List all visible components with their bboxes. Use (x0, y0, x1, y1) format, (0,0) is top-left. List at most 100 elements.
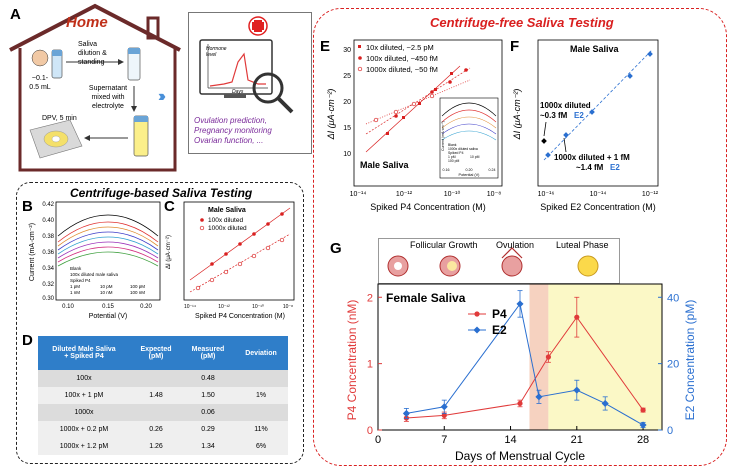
table-cell: 100x (38, 370, 130, 387)
c-xtick: 10⁻¹² (218, 304, 230, 310)
e-xtick: 10⁻⁸ (487, 191, 501, 198)
inset-xtick: 0.20 (466, 168, 473, 172)
table-cell: 1.34 (182, 438, 234, 455)
g-legend: P4 E2 (468, 307, 507, 337)
g-legend-p4: P4 (492, 307, 507, 321)
g-point-p4 (574, 314, 580, 320)
table-header: Measured (pM) (182, 336, 234, 370)
inset-legend: 1 pM (448, 155, 456, 159)
e-ytick: 25 (343, 73, 351, 80)
g-xlabel: Days of Menstrual Cycle (455, 449, 585, 463)
table-cell (130, 404, 182, 421)
g-ytick-right-label: 0 (667, 425, 673, 437)
c-legend-marker-filled (200, 218, 204, 222)
table-cell: 11% (234, 421, 288, 438)
b-curve-100nm (57, 251, 159, 267)
c-point (280, 212, 284, 216)
panel-b-yticks: 0.42 0.40 0.38 0.36 0.34 0.32 0.30 (42, 202, 54, 302)
panel-c-chart: ΔI (μA·cm⁻²) 10⁻¹⁴ 10⁻¹² 10⁻¹⁰ 10⁻⁸ Spik… (166, 201, 295, 320)
b-xtick: 0.15 (102, 304, 114, 310)
e-fit-100x (365, 67, 471, 135)
inset-legend: 1000x diluted saliva (448, 147, 478, 151)
b-curve-1nm (57, 241, 159, 259)
g-xtick-label: 28 (637, 434, 649, 446)
centrifuge-free-title: Centrifuge-free Saliva Testing (430, 15, 614, 30)
g-xtick-label: 21 (571, 434, 583, 446)
inset-xlabel: Potential (V) (459, 173, 481, 177)
monitor-illustration (199, 16, 294, 114)
g-xtick-label: 7 (441, 434, 447, 446)
e-ytick: 15 (343, 125, 351, 132)
follicle-large-icon-center (447, 261, 457, 271)
g-point-e2 (440, 403, 448, 411)
table-cell: 100x + 1 pM (38, 387, 130, 404)
panel-e-title: Male Saliva (360, 160, 410, 170)
b-curve-100pm (57, 236, 159, 255)
c-point (223, 269, 229, 275)
e-point (429, 93, 435, 99)
flow-arrows: ››› (158, 88, 166, 105)
c-point (251, 253, 257, 259)
c-point (195, 285, 201, 291)
house-illustration (9, 3, 181, 172)
panel-e-yticks: 10 15 20 25 30 (343, 47, 351, 158)
phase-icons (387, 247, 599, 277)
e-ytick: 30 (343, 47, 351, 54)
phase-luteal: Luteal Phase (556, 240, 609, 250)
b-curve-blank (57, 214, 159, 237)
f-annot1-value: ~0.3 fM (540, 111, 568, 120)
e-point (393, 109, 399, 115)
inset-curve (441, 116, 497, 129)
outcome-ovarian: Ovarian function, ... (194, 136, 264, 145)
g-legend-p4-marker (474, 311, 480, 317)
phase-follicular: Follicular Growth (410, 240, 478, 250)
e-points-10x (386, 72, 453, 135)
b-legend-10nm: 10 nM (100, 290, 113, 295)
panel-b-xlabel: Potential (V) (89, 313, 128, 320)
centrifuge-free-box (313, 8, 727, 466)
e-legend-marker-10x (358, 45, 361, 48)
table-cell (234, 404, 288, 421)
step-mix-label: Supernatant mixed with electrolyte (88, 85, 128, 110)
panel-b-curves (57, 214, 159, 267)
table-cell: 1.50 (182, 387, 234, 404)
panel-label-d: D (22, 332, 33, 349)
c-point (238, 242, 242, 246)
b-ytick: 0.40 (42, 218, 54, 224)
centrifuge-based-title: Centrifuge-based Saliva Testing (70, 186, 253, 200)
e-point (418, 102, 421, 105)
panel-label-b: B (22, 198, 33, 215)
panel-e-xticks: 10⁻¹⁴ 10⁻¹² 10⁻¹⁰ 10⁻⁸ (350, 190, 502, 198)
c-point (266, 222, 270, 226)
outcome-list: Ovulation prediction, Pregnancy monitori… (194, 116, 272, 146)
e-legend-100x: 100x diluted, ~450 fM (366, 54, 438, 63)
e-point (448, 80, 452, 84)
g-ytick-left-label: 1 (367, 359, 373, 371)
inset-legend: Spiked P4 (448, 151, 464, 155)
panel-label-f: F (510, 38, 520, 55)
f-annot1-arrow (543, 121, 547, 137)
inset-legend: Blank (448, 143, 457, 147)
g-point-p4 (545, 354, 551, 360)
b-curve-10pm (57, 231, 159, 251)
b-legend-1pm: 1 pM (70, 284, 80, 289)
inset-legend: 100 pM (448, 159, 459, 163)
b-legend-100pm: 100 pM (130, 284, 145, 289)
e-point (464, 68, 468, 72)
table-cell: 1000x (38, 404, 130, 421)
g-ytick-left-label: 2 (367, 292, 373, 304)
panel-f-ylabel: ΔI (μA·cm⁻²) (512, 89, 522, 141)
c-point (210, 262, 214, 266)
g-xtick-label: 0 (375, 434, 381, 446)
inset-curve (441, 123, 497, 135)
f-annotation-1: 1000x diluted ~0.3 fM E2 (540, 101, 591, 120)
table-header: Expected (pM) (130, 336, 182, 370)
b-curve-1pm (57, 226, 159, 247)
f-annotation-2: 1000x diluted + 1 fM ~1.4 fM E2 (554, 153, 630, 172)
b-ytick: 0.38 (42, 234, 54, 240)
monitor-xlabel: Days (232, 89, 244, 95)
inset-xtick: 0.24 (489, 168, 496, 172)
c-point (265, 245, 271, 251)
c-point (209, 277, 215, 283)
